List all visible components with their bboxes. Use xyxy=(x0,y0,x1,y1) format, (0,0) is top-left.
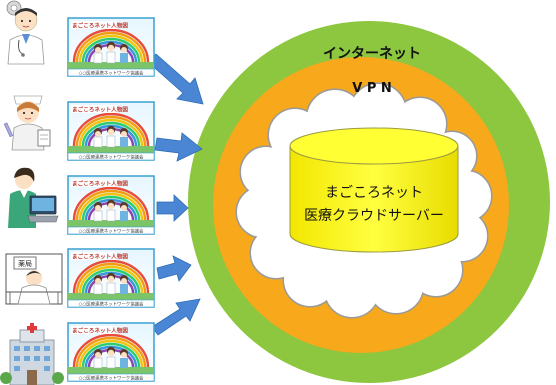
arrow-hospital-to-network xyxy=(151,298,201,336)
hospital-icon xyxy=(0,323,64,385)
doctor-icon xyxy=(6,0,45,65)
arrow-doctor-to-network xyxy=(148,53,204,105)
card-hospital: まごころネット人物図 ○○医療連携ネットワーク協議会 xyxy=(66,321,156,383)
card-clerk: まごころネット人物図 ○○医療連携ネットワーク協議会 xyxy=(66,174,156,236)
card-doctor: まごころネット人物図 ○○医療連携ネットワーク協議会 xyxy=(66,16,156,78)
pharmacy-sign: 薬局 xyxy=(18,259,32,268)
arrow-clerk-to-network xyxy=(156,194,189,222)
server-label-line2: 医療クラウドサーバー xyxy=(304,207,444,224)
server-database-icon xyxy=(289,127,459,253)
arrow-nurse-to-network xyxy=(154,132,203,162)
card-title: まごころネット人物図 xyxy=(72,106,128,114)
card-footer: ○○医療連携ネットワーク協議会 xyxy=(79,375,144,382)
arrow-pharmacy-to-network xyxy=(156,255,192,282)
internet-label: インターネット xyxy=(323,46,421,62)
card-title: まごころネット人物図 xyxy=(72,327,128,335)
card-title: まごころネット人物図 xyxy=(72,22,128,30)
nurse-icon xyxy=(3,95,51,151)
vpn-label: V P N xyxy=(352,81,392,96)
server-label-line1: まごころネット xyxy=(325,185,423,201)
card-pharmacy: まごころネット人物図 ○○医療連携ネットワーク協議会 xyxy=(66,247,156,309)
card-footer: ○○医療連携ネットワーク協議会 xyxy=(79,154,144,161)
card-nurse: まごころネット人物図 ○○医療連携ネットワーク協議会 xyxy=(66,100,156,162)
card-footer: ○○医療連携ネットワーク協議会 xyxy=(79,70,144,77)
card-footer: ○○医療連携ネットワーク協議会 xyxy=(79,301,144,308)
card-footer: ○○医療連携ネットワーク協議会 xyxy=(79,228,144,235)
card-title: まごころネット人物図 xyxy=(72,180,128,188)
card-title: まごころネット人物図 xyxy=(72,253,128,261)
pharmacy-icon: 薬局 xyxy=(5,253,63,305)
clerk-pc-icon xyxy=(8,167,59,228)
